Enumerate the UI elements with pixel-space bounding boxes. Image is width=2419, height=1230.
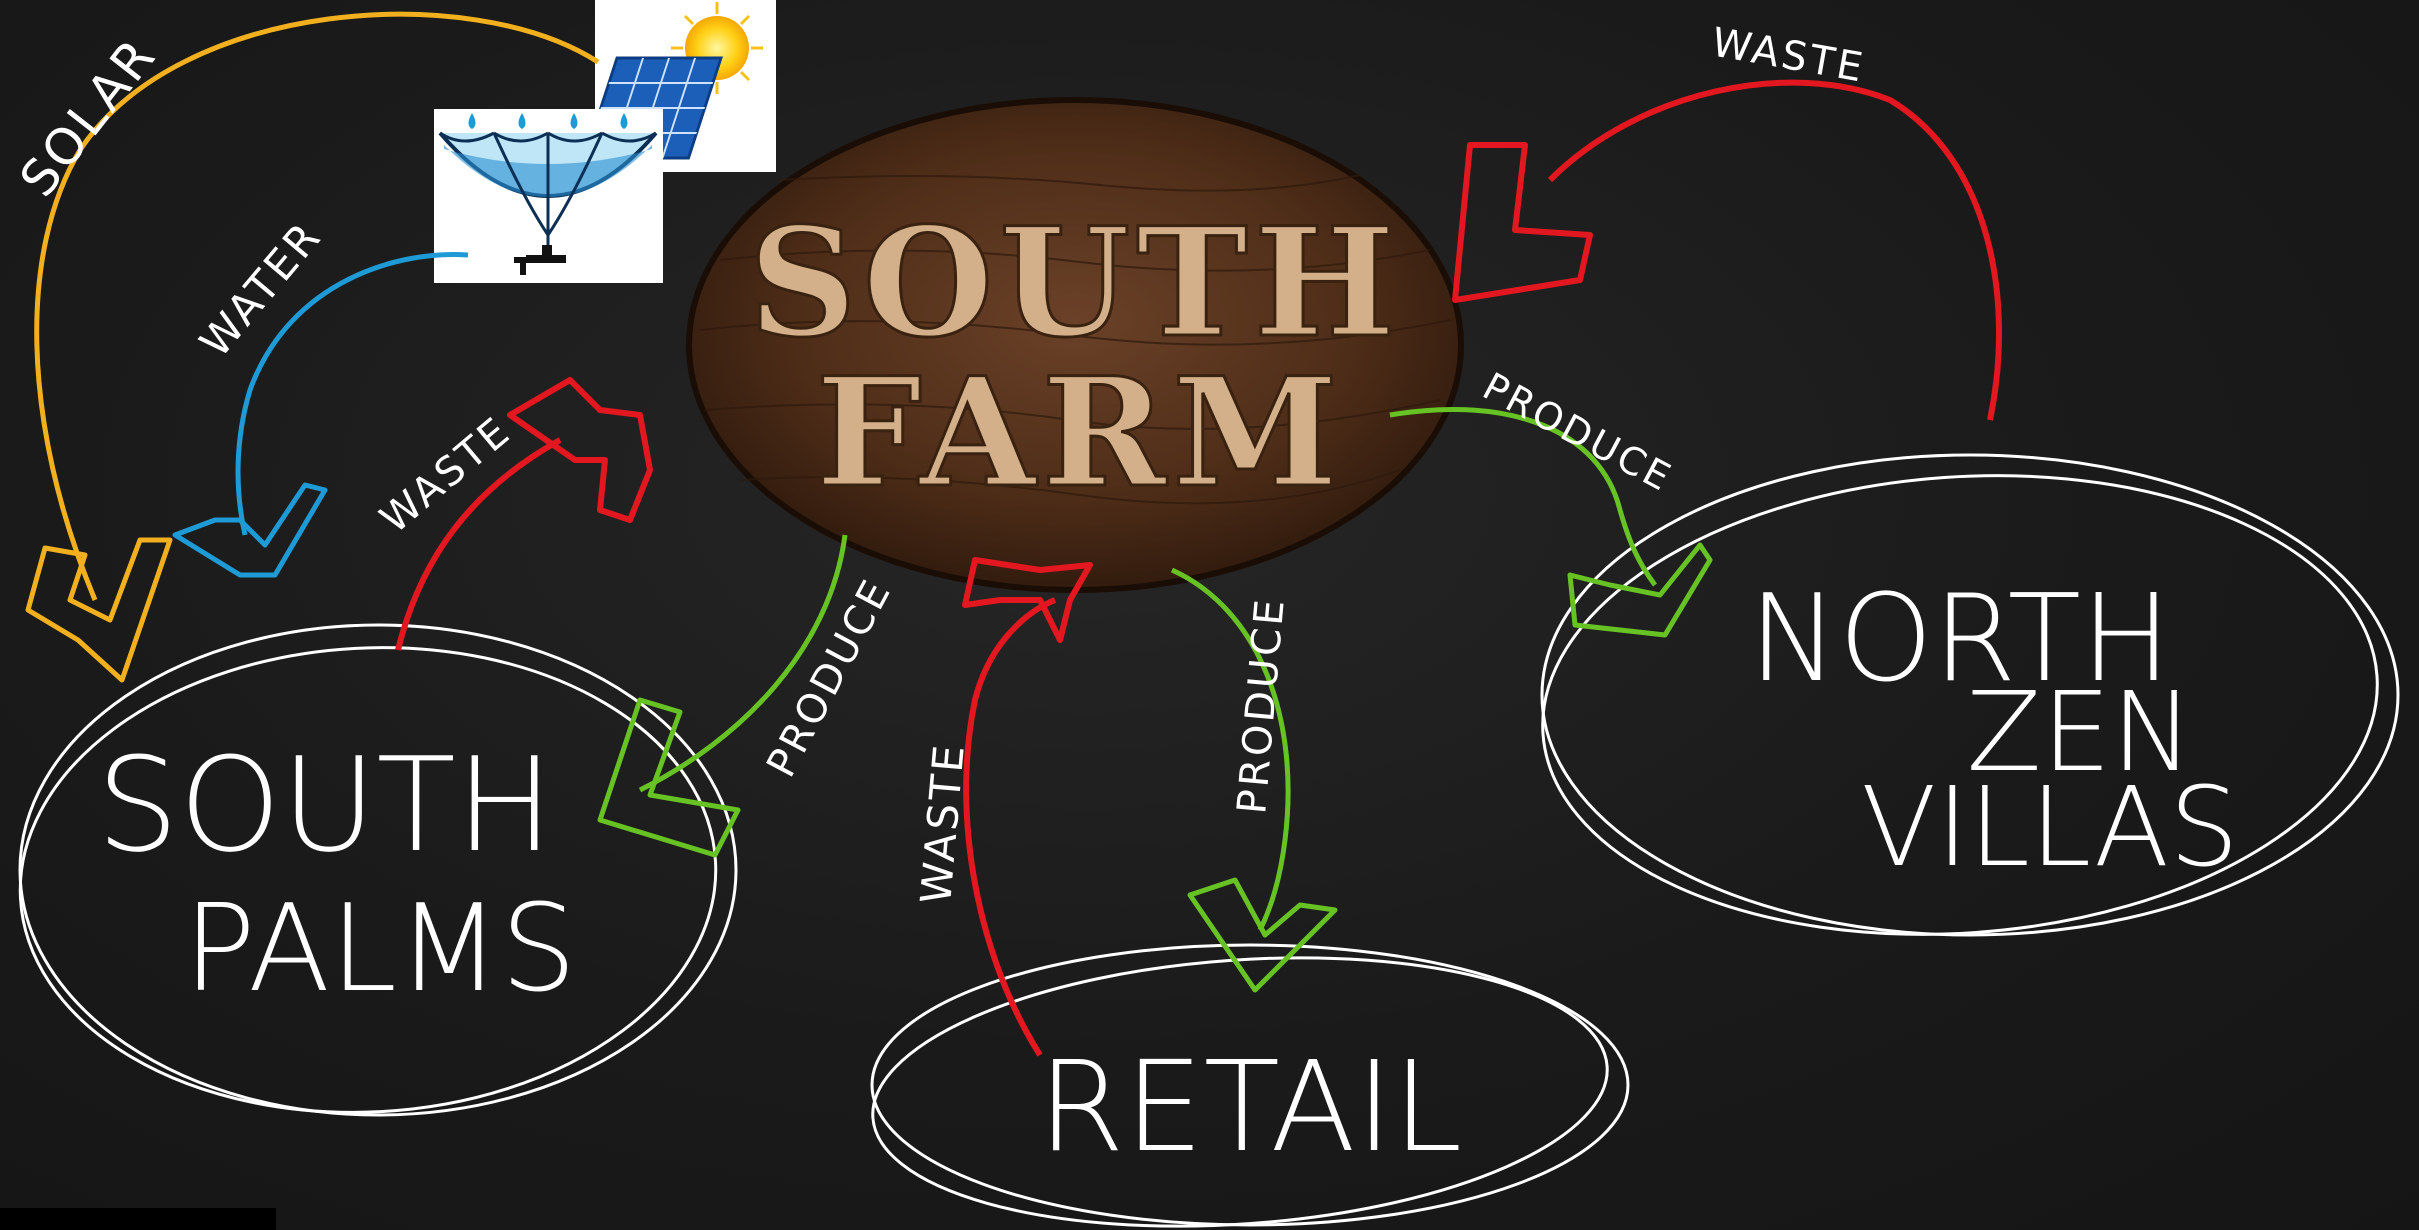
south-palms-node: SOUTH PALMS: [18, 623, 738, 1117]
waste-south-palms-arrow: [395, 377, 653, 651]
north-zen-villas-line-1: NORTH: [1749, 570, 2171, 709]
corner-strip: [0, 1208, 276, 1230]
north-zen-villas-line-3: VILLAS: [1861, 763, 2239, 891]
solar-flow-arrow: [25, 11, 600, 683]
produce-north-arrow: [1389, 407, 1713, 638]
south-palms-line-1: SOUTH: [96, 729, 553, 881]
waste-retail-label: WASTE: [911, 740, 974, 905]
waste-south-palms-label: WASTE: [372, 408, 520, 543]
waste-retail-arrow: [962, 557, 1093, 1057]
produce-south-palms-arrow: [597, 534, 848, 858]
retail-label: RETAIL: [1038, 1035, 1463, 1180]
sign-line-1: SOUTH: [748, 195, 1401, 371]
rainwater-umbrella-tap-icon: [434, 109, 663, 283]
produce-north-label: PRODUCE: [1476, 364, 1680, 500]
water-flow-arrow: [172, 251, 469, 578]
waste-north-arrow: [1452, 79, 2002, 421]
north-zen-villas-line-2: ZEN: [1966, 668, 2193, 796]
water-label: WATER: [190, 212, 331, 367]
south-palms-line-2: PALMS: [183, 880, 576, 1019]
produce-retail-arrow: [1170, 567, 1338, 993]
retail-node: RETAIL: [870, 943, 1630, 1228]
south-farm-sign: SOUTH FARM: [686, 97, 1464, 593]
solar-label: SOLAR: [9, 27, 168, 208]
north-zen-villas-node: NORTH ZEN VILLAS: [1540, 453, 2400, 937]
sign-line-2: FARM: [816, 345, 1345, 521]
